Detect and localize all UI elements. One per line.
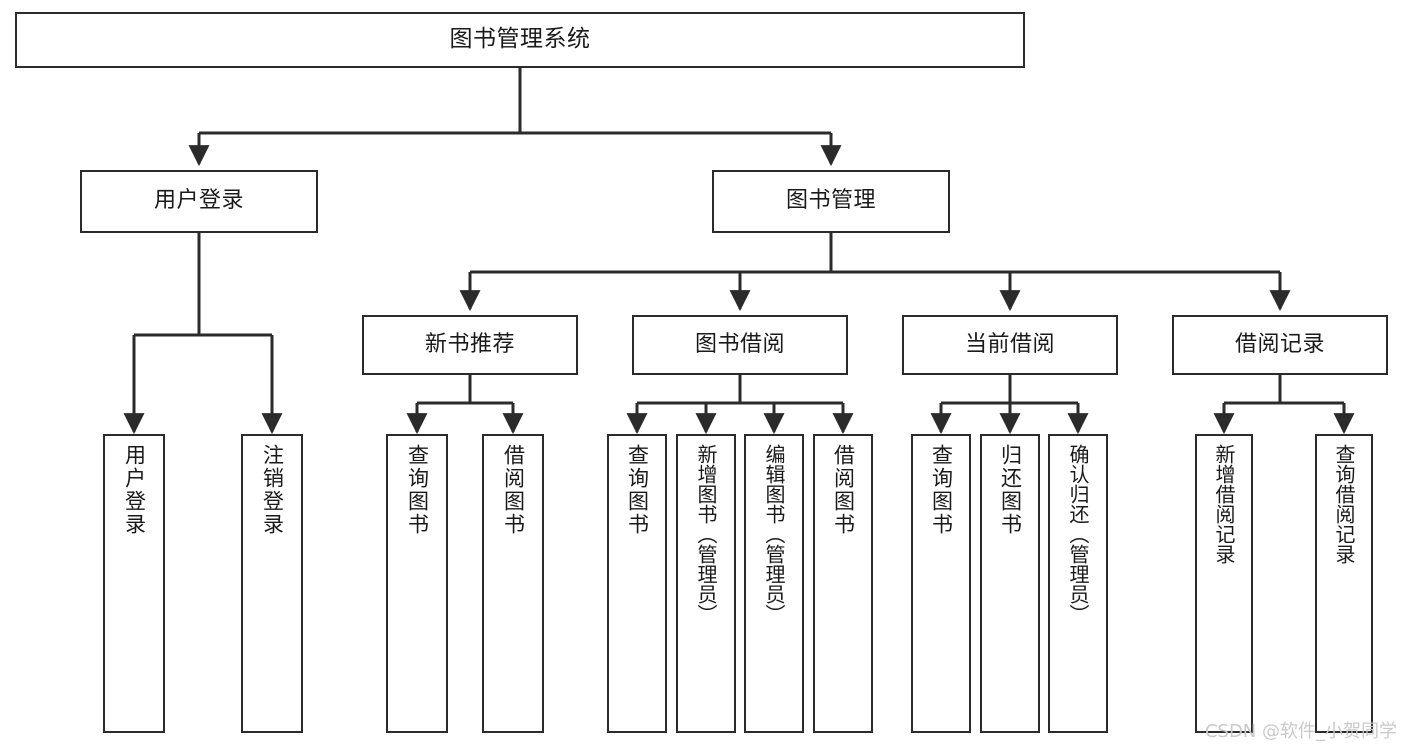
node-borrow-record[interactable]: 借阅记录: [1172, 315, 1388, 375]
node-label: 归还图书: [998, 444, 1023, 536]
node-label: 查询图书: [929, 444, 954, 536]
leaf-currentborrow-confirm-return-admin[interactable]: 确认归还（管理员）: [1048, 434, 1108, 733]
node-label: 新增借阅记录: [1212, 444, 1236, 564]
node-label: 图书借阅: [694, 331, 785, 357]
node-label: 查询图书: [625, 444, 650, 536]
node-label: 图书管理: [785, 188, 876, 214]
node-label: 注销登录: [260, 444, 285, 536]
leaf-borrowrecord-add-record[interactable]: 新增借阅记录: [1195, 434, 1253, 733]
node-label: 当前借阅: [964, 331, 1055, 357]
leaf-borrowrecord-query-record[interactable]: 查询借阅记录: [1315, 434, 1373, 733]
node-label: 新增图书（管理员）: [694, 444, 718, 624]
leaf-newbook-query-book[interactable]: 查询图书: [386, 434, 448, 733]
node-label: 借阅记录: [1234, 331, 1325, 357]
leaf-bookborrow-add-book-admin[interactable]: 新增图书（管理员）: [676, 434, 736, 733]
leaf-bookborrow-query-book[interactable]: 查询图书: [607, 434, 667, 733]
node-label: 新书推荐: [424, 331, 515, 357]
leaf-logout[interactable]: 注销登录: [241, 434, 303, 733]
leaf-bookborrow-edit-book-admin[interactable]: 编辑图书（管理员）: [744, 434, 804, 733]
leaf-user-login[interactable]: 用户登录: [103, 434, 165, 733]
node-label: 查询借阅记录: [1332, 444, 1356, 564]
node-label: 编辑图书（管理员）: [762, 444, 786, 624]
node-label: 图书管理系统: [449, 26, 591, 53]
node-book-borrow[interactable]: 图书借阅: [632, 315, 848, 375]
leaf-currentborrow-return-book[interactable]: 归还图书: [980, 434, 1040, 733]
node-new-book-recommend[interactable]: 新书推荐: [362, 315, 578, 375]
node-label: 用户登录: [153, 188, 244, 214]
node-current-borrow[interactable]: 当前借阅: [902, 315, 1118, 375]
node-label: 借阅图书: [501, 444, 526, 536]
leaf-bookborrow-borrow-book[interactable]: 借阅图书: [813, 434, 873, 733]
node-label: 用户登录: [122, 444, 147, 536]
node-label: 查询图书: [405, 444, 430, 536]
node-label: 确认归还（管理员）: [1066, 444, 1090, 624]
leaf-newbook-borrow-book[interactable]: 借阅图书: [482, 434, 544, 733]
csdn-watermark: CSDN @软件_小贺同学: [1204, 721, 1397, 742]
leaf-currentborrow-query-book[interactable]: 查询图书: [911, 434, 971, 733]
node-book-management[interactable]: 图书管理: [712, 170, 950, 233]
node-label: 借阅图书: [831, 444, 856, 536]
node-root-system[interactable]: 图书管理系统: [15, 12, 1025, 68]
node-user-login[interactable]: 用户登录: [80, 170, 318, 233]
